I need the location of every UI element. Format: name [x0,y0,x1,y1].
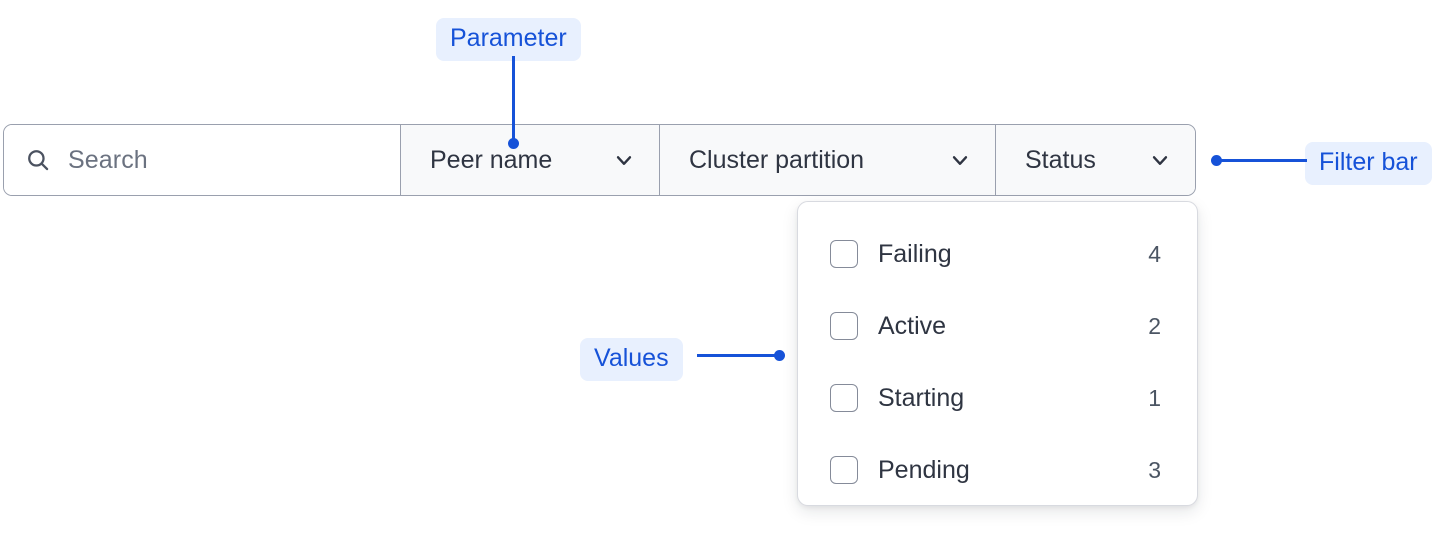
list-item[interactable]: Active 2 [798,290,1197,362]
list-item-label: Failing [878,239,952,268]
list-item[interactable]: Pending 3 [798,434,1197,506]
filter-dropdown-status[interactable]: Status [996,125,1195,195]
list-item-count: 1 [1148,384,1161,411]
chevron-down-icon [611,147,637,173]
checkbox-starting[interactable] [830,384,858,412]
filter-dropdown-peer-name[interactable]: Peer name [401,125,660,195]
annotation-label-parameter: Parameter [436,18,581,61]
annotation-connector-parameter [512,56,515,144]
search-icon [25,147,51,173]
filter-dropdown-label: Status [1025,145,1096,174]
checkbox-pending[interactable] [830,456,858,484]
chevron-down-icon [947,147,973,173]
chevron-down-icon [1147,147,1173,173]
annotation-label-values: Values [580,338,683,381]
annotation-anchor-dot-parameter [508,138,519,149]
search-input[interactable]: Search [4,125,401,195]
annotation-connector-values [697,354,779,357]
annotation-label-filter-bar: Filter bar [1305,142,1432,185]
list-item[interactable]: Failing 4 [798,218,1197,290]
status-filter-dropdown-panel: Failing 4 Active 2 Starting 1 Pending 3 [797,201,1198,506]
filter-dropdown-cluster-partition[interactable]: Cluster partition [660,125,996,195]
list-item-label: Pending [878,455,970,484]
filter-bar: Search Peer name Cluster partition Statu… [3,124,1196,196]
filter-dropdown-label: Peer name [430,145,553,174]
list-item-count: 3 [1148,456,1161,483]
list-item[interactable]: Starting 1 [798,362,1197,434]
list-item-count: 4 [1148,240,1161,267]
search-placeholder: Search [68,145,148,174]
annotation-anchor-dot-values [774,350,785,361]
checkbox-failing[interactable] [830,240,858,268]
filter-dropdown-label: Cluster partition [689,145,865,174]
checkbox-active[interactable] [830,312,858,340]
list-item-label: Active [878,311,947,340]
list-item-label: Starting [878,383,965,412]
annotation-connector-filter-bar [1219,159,1307,162]
annotation-anchor-dot-filter-bar [1211,155,1222,166]
list-item-count: 2 [1148,312,1161,339]
